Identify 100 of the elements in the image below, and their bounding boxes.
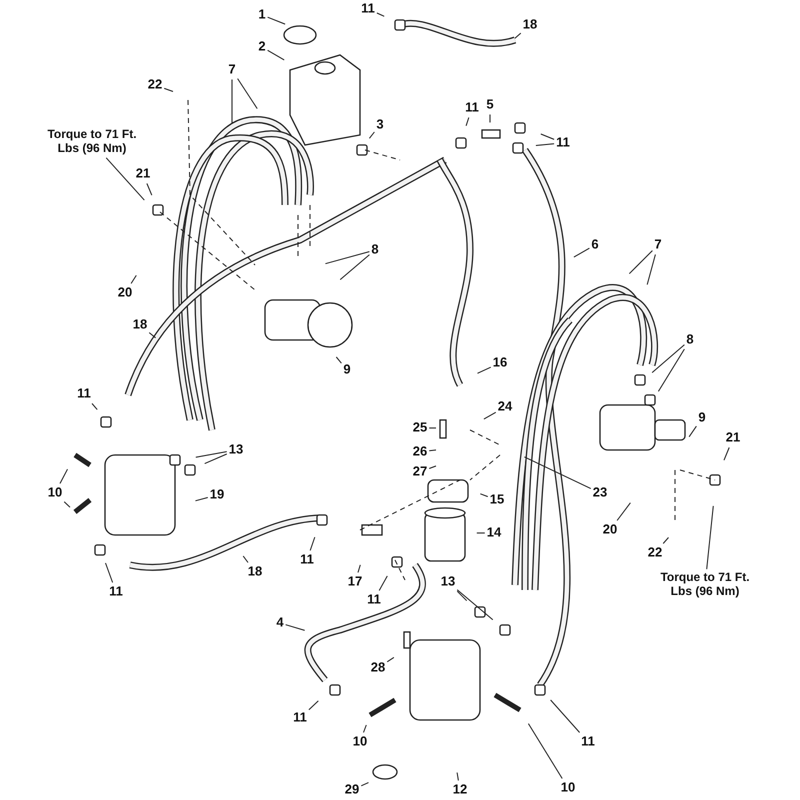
leader-line [368,132,375,139]
callout-number: 7 [654,238,662,252]
leader-line [340,254,370,280]
callout-number: 21 [726,430,740,446]
leader-line [378,576,388,591]
callout-number: 10 [48,486,62,500]
leader-line [688,426,697,438]
callout-number: 20 [602,522,618,538]
leader-line [360,782,369,786]
callout-number: 11 [77,386,91,402]
leader-line [477,366,492,374]
callout-number: 18 [132,318,148,332]
callout-number: 11 [465,100,479,116]
leader-line [428,450,436,452]
callout-number: 11 [367,592,381,608]
leader-line [706,505,714,570]
leader-line [64,501,70,508]
callout-number: 10 [352,734,368,750]
leader-line [550,700,580,733]
leader-line [242,556,248,563]
leader-line [628,250,653,274]
leader-line [514,32,522,39]
leader-line [267,16,286,25]
leader-line [658,348,685,392]
leader-line [363,724,367,733]
leader-line [540,134,555,140]
leader-line [308,700,319,710]
leader-line [456,589,494,620]
leader-line [358,564,361,573]
leader-line [324,251,370,264]
callout-number: 21 [136,166,150,182]
callout-number: 5 [486,98,494,112]
leader-line [524,456,592,490]
leader-line [535,143,555,146]
callout-number: 11 [556,136,570,150]
leader-line [106,157,145,201]
callout-number: 28 [370,660,386,676]
leader-line [130,274,137,284]
callout-number: 9 [343,362,351,378]
leader-line [376,12,385,17]
leader-line [204,454,228,464]
leader-line [456,772,459,781]
callout-number: 10 [560,780,576,796]
leader-line [164,88,174,92]
callout-number: 4 [276,616,284,630]
leader-line [652,344,685,374]
leader-line [195,451,228,458]
callout-number: 1 [258,8,266,22]
callout-number: 11 [300,552,314,568]
leader-line [573,248,590,258]
leader-line [285,624,306,631]
leader-line [528,723,563,779]
leader-line [662,537,669,544]
leader-line [310,536,316,551]
callout-number: 13 [440,574,456,590]
callout-number: 22 [148,78,162,92]
leader-line [92,403,98,410]
callout-number: 3 [376,118,384,132]
leader-line [466,117,470,126]
callout-number: 11 [581,734,595,750]
leader-line [105,562,114,583]
callout-number: 24 [498,400,512,414]
leader-line [237,78,258,110]
callout-number: 14 [486,526,502,540]
leader-line [724,447,730,461]
leader-line [456,590,468,602]
leader-line [194,497,208,502]
leader-line [336,356,342,364]
leader-line [476,532,486,534]
callout-number: 25 [412,420,428,436]
leader-line [483,412,496,420]
callout-number: 2 [258,40,266,54]
callout-number: 29 [344,782,360,798]
callout-number: 22 [648,546,662,560]
callout-number: 9 [698,410,706,426]
callout-number: 20 [118,286,132,300]
callout-number: 11 [293,710,307,726]
callout-number: 8 [686,332,694,348]
callout-number: 19 [210,488,224,502]
leader-line [480,493,488,498]
callout-number: 6 [591,238,599,252]
leader-line [646,254,656,286]
callout-number: 27 [412,464,428,480]
callout-number: 8 [371,242,379,258]
torque-note: Torque to 71 Ft. Lbs (96 Nm) [42,128,142,156]
callout-number: 15 [490,492,504,508]
callout-number: 26 [412,444,428,460]
leader-line [386,656,394,662]
callout-number: 23 [592,486,608,500]
leader-line [267,50,285,60]
torque-note: Torque to 71 Ft. Lbs (96 Nm) [655,571,755,599]
callout-number: 11 [109,584,123,600]
callout-number: 12 [452,782,468,798]
leader-line [60,468,68,484]
callout-number: 18 [522,18,538,32]
leader-line [146,183,152,196]
callout-number: 11 [361,2,375,16]
leader-line [428,466,436,469]
callout-number: 7 [228,62,236,78]
leader-line [616,502,631,521]
